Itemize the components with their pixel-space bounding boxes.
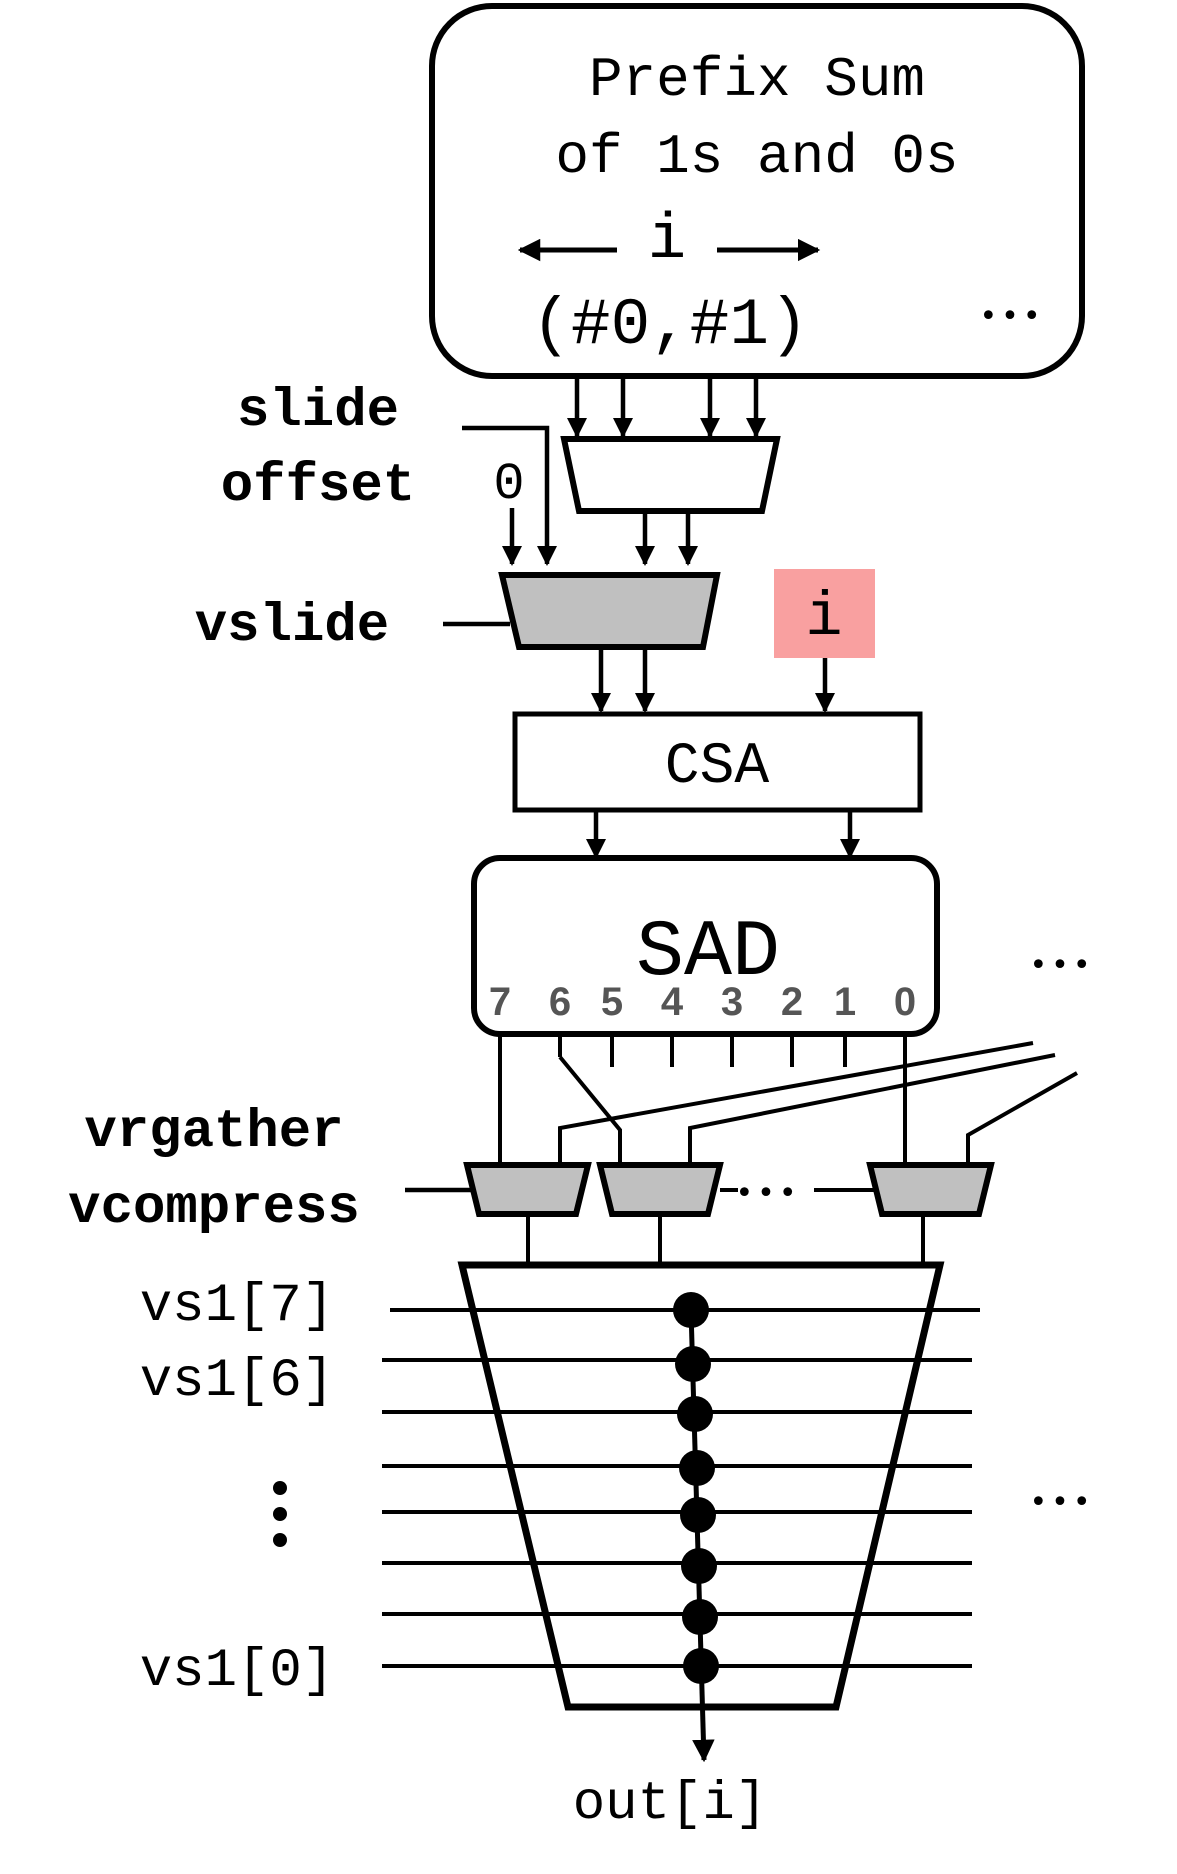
prefix-sum-block: Prefix Sum of 1s and 0s i (#0,#1) ••• [429,3,1085,379]
prefix-sum-title-line1: Prefix Sum [589,48,925,112]
csa-label: CSA [665,735,770,800]
vslide-unit [498,572,721,650]
bottom-ellipsis: ••• [1029,1485,1094,1520]
sad-output-index: 0 [894,980,916,1024]
prefix-sum-title-line2: of 1s and 0s [555,125,958,189]
register-label-vs1-6: vs1[6] [140,1351,334,1412]
prefix-sum-index-label: i [648,205,686,277]
vertical-ellipsis-icon [273,1481,287,1547]
output-label: out[i] [573,1774,767,1835]
sad-ellipsis: ••• [1029,948,1094,983]
sad-label: SAD [636,908,780,999]
gather-mux-0 [463,1162,592,1217]
sad-output-index: 5 [601,980,623,1024]
register-label-vs1-0: vs1[0] [140,1641,334,1702]
register-label-vs1-7: vs1[7] [140,1276,334,1337]
gather-mux-1 [596,1162,724,1217]
vslide-label: vslide [195,596,389,657]
sad-output-index: 3 [721,980,743,1024]
vcompress-label: vcompress [68,1178,360,1239]
sad-output-index: 1 [834,980,856,1024]
prefix-to-mux-arrows [566,376,767,439]
sad-output-index: 7 [489,980,511,1024]
zero-input-label: 0 [493,455,524,514]
mux-row-ellipsis: ••• [735,1176,800,1211]
index-input-box [774,569,875,658]
vslide-to-csa-arrows [590,647,656,714]
prefix-sum-ellipsis: ••• [979,299,1044,334]
sad-output-wires [498,1036,1078,1163]
register-select-mux [457,1261,945,1711]
index-input-label: i [805,582,842,653]
selection-path [673,1292,719,1763]
gather-mux-n [866,1162,995,1217]
vrgather-label: vrgather [84,1102,343,1163]
slide-offset-label-line1: slide [237,381,399,442]
slide-offset-label-line2: offset [221,456,415,517]
sad-output-index: 6 [549,980,571,1024]
prefix-sum-counts-label: (#0,#1) [531,288,808,363]
csa-block [512,711,923,813]
slide-offset-wire [462,425,558,567]
mux-output-wires [526,1214,925,1263]
prefix-select-mux [560,436,781,514]
csa-to-sad-arrows [585,810,861,860]
sad-block [471,855,940,1037]
mux-to-vslide-arrows [634,511,699,567]
sad-output-indices: 7 6 5 4 3 2 1 0 [489,980,916,1024]
sad-output-index: 4 [661,980,684,1024]
sad-output-index: 2 [781,980,803,1024]
